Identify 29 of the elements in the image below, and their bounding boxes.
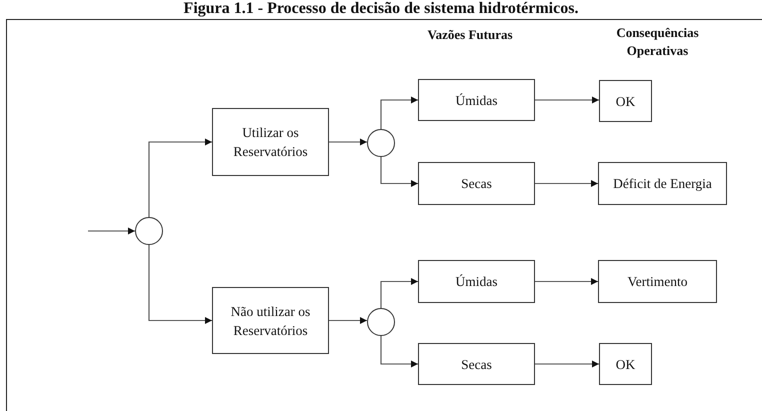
process-box: Secas <box>418 162 535 205</box>
process-box: Secas <box>418 343 535 385</box>
chance-node-circle <box>135 217 163 245</box>
arrow <box>380 96 418 129</box>
figure-title: Figura 1.1 - Processo de decisão de sistema hidrotérmicos. <box>182 0 580 18</box>
process-box: Úmidas <box>418 260 535 303</box>
process-box: Déficit de Energia <box>598 162 727 205</box>
arrow <box>535 360 599 368</box>
chance-node-circle <box>367 308 395 336</box>
arrow <box>148 138 212 217</box>
arrow <box>535 180 598 187</box>
process-box: Vertimento <box>598 260 717 303</box>
arrow <box>380 157 418 187</box>
chance-node-circle <box>367 129 395 157</box>
arrow <box>329 317 367 324</box>
arrow <box>148 245 212 324</box>
arrow <box>535 278 598 285</box>
column-heading: Consequências Operativas <box>615 24 700 60</box>
arrow <box>380 278 418 308</box>
column-heading: Vazões Futuras <box>426 26 514 44</box>
arrow <box>380 336 418 368</box>
process-box: Não utilizar os Reservatórios <box>212 287 329 354</box>
arrow <box>535 96 599 104</box>
process-box: OK <box>599 80 652 122</box>
arrow <box>88 228 135 234</box>
process-box: Úmidas <box>418 79 535 121</box>
arrow <box>329 138 367 146</box>
process-box: OK <box>599 343 652 385</box>
process-box: Utilizar os Reservatórios <box>212 108 329 176</box>
